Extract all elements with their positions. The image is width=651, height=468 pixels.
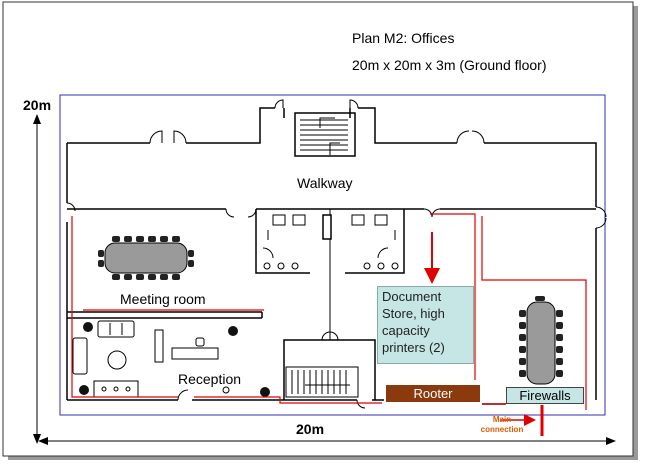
dim-arrow-right-icon [606,437,616,445]
dim-arrow-top-icon [33,114,41,124]
plan-title: Plan M2: Offices [352,30,455,46]
network-cabling [71,213,587,410]
slide-frame [2,1,634,457]
bottom-staircase [283,331,376,400]
plan-border [59,94,606,416]
meeting-table [98,236,194,280]
toilet-block [255,209,405,340]
firewall-table [519,296,563,385]
document-store-label: Document Store, high capacity printers (… [377,286,474,364]
meeting-room-label: Meeting room [120,291,206,307]
plant-icons [79,322,270,397]
dim-arrow-left-icon [38,437,48,445]
horizontal-dimension-label: 20m [296,421,325,437]
top-staircase [294,112,356,157]
main-connection-label: Main connection [480,415,524,434]
firewalls-label: Firewalls [506,387,584,404]
walkway-label: Walkway [297,175,353,191]
meeting-room-wall [67,311,263,319]
plan-dimensions: 20m x 20m x 3m (Ground floor) [352,57,547,73]
vertical-dimension-label: 20m [23,97,52,113]
reception-furniture [72,320,219,398]
outer-walls [66,107,597,405]
dim-arrow-bottom-icon [33,434,41,444]
reception-label: Reception [178,371,242,387]
rooter-label: Rooter [386,385,480,402]
